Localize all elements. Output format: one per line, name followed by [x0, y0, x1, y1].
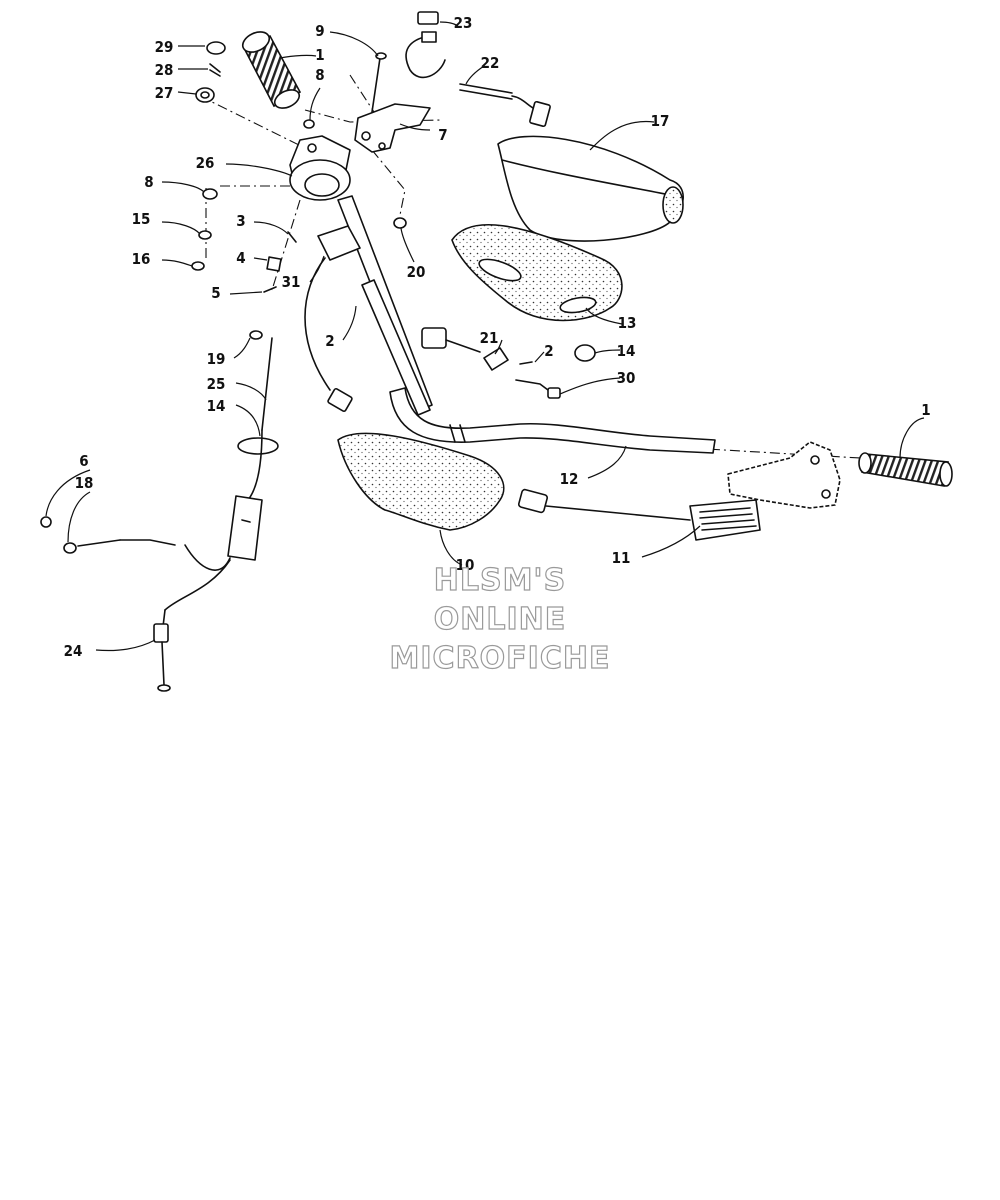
callout-c-26: 26	[196, 154, 215, 172]
callout-c-21: 21	[480, 329, 499, 347]
callout-c-20: 20	[407, 263, 426, 281]
heater-element	[517, 488, 761, 541]
callout-c-23: 23	[454, 14, 473, 32]
callout-c-24: 24	[64, 642, 83, 660]
callout-c-28: 28	[155, 61, 174, 79]
callout-c-6: 6	[79, 452, 88, 470]
callout-c-14b: 14	[207, 397, 226, 415]
callout-c-29: 29	[155, 38, 174, 56]
callout-c-11: 11	[612, 549, 631, 567]
callout-c-14a: 14	[617, 342, 636, 360]
callout-c-17: 17	[651, 112, 670, 130]
callout-c-4: 4	[236, 249, 245, 267]
callout-c-9: 9	[315, 22, 324, 40]
callout-c-1b: 1	[921, 401, 930, 419]
kill-switch-wiring	[405, 11, 551, 128]
callout-c-13: 13	[618, 314, 637, 332]
callout-c-27: 27	[155, 84, 174, 102]
callout-c-22: 22	[481, 54, 500, 72]
throttle-housing	[289, 135, 351, 201]
callout-c-16: 16	[132, 250, 151, 268]
watermark-line-3: MICROFICHE	[390, 641, 611, 676]
callout-c-8b: 8	[144, 173, 153, 191]
callout-c-3: 3	[236, 212, 245, 230]
callout-c-1a: 1	[315, 46, 324, 64]
brake-lever-mount	[354, 103, 431, 153]
lower-pad	[337, 432, 505, 531]
callout-c-2b: 2	[544, 342, 553, 360]
left-grip	[241, 31, 302, 109]
callout-c-30: 30	[617, 369, 636, 387]
throttle-cable	[40, 330, 279, 692]
callout-c-15: 15	[132, 210, 151, 228]
leader-lines	[45, 21, 925, 652]
watermark-line-1: HLSM'S	[434, 563, 566, 598]
callout-c-12: 12	[560, 470, 579, 488]
callout-c-2a: 2	[325, 332, 334, 350]
callout-c-10: 10	[456, 556, 475, 574]
callout-c-31: 31	[282, 273, 301, 291]
right-control	[727, 441, 953, 509]
watermark: HLSM'S ONLINE MICROFICHE	[389, 562, 611, 676]
callout-c-7: 7	[438, 126, 447, 144]
switch-harness	[421, 327, 596, 399]
handlebar-pad	[497, 135, 684, 242]
bolt-9	[371, 52, 387, 113]
callout-c-8a: 8	[315, 66, 324, 84]
bracket-31	[304, 225, 361, 412]
callout-c-25: 25	[207, 375, 226, 393]
callout-c-18: 18	[75, 474, 94, 492]
handlebar	[337, 195, 716, 454]
watermark-line-2: ONLINE	[434, 602, 567, 637]
callout-c-5: 5	[211, 284, 220, 302]
callout-c-19: 19	[207, 350, 226, 368]
